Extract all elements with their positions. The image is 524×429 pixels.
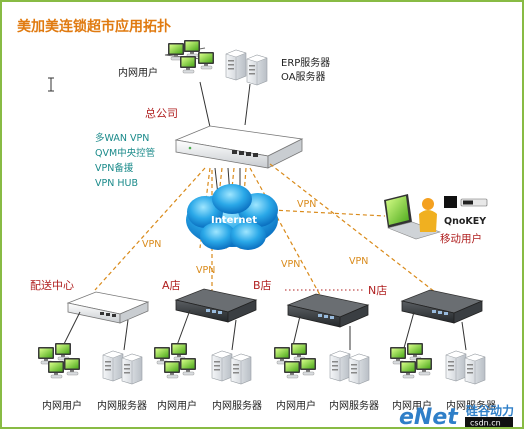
server-group-b	[329, 350, 370, 385]
vpn-label-mobile: VPN	[297, 199, 316, 210]
vpn-label-b: VPN	[281, 259, 300, 270]
hq-router-icon	[174, 125, 304, 169]
qnokey-token-icon	[444, 196, 488, 208]
branch-links	[61, 309, 467, 351]
mobile-person-icon	[419, 198, 437, 232]
link-line	[244, 83, 251, 126]
bottom-label-7: 内网用户	[392, 399, 432, 412]
branch-label-distribution: 配送中心	[30, 278, 74, 292]
oa-server-label: OA服务器	[281, 70, 326, 83]
mobile-laptop-icon	[384, 194, 441, 240]
bottom-label-1: 内网用户	[42, 399, 82, 412]
bottom-label-6: 内网服务器	[329, 399, 379, 412]
bottom-label-4: 内网服务器	[212, 399, 262, 412]
hq-lan-pcs	[164, 39, 215, 74]
internet-label: Internet	[211, 215, 257, 226]
distribution-router-icon	[66, 291, 150, 324]
qnokey-label: QnoKEY	[444, 216, 486, 227]
vpn-label-n: VPN	[349, 256, 368, 267]
server-group-n	[445, 350, 486, 385]
store-b-router-icon	[286, 293, 370, 328]
feature-qvm: QVM中央控管	[95, 147, 155, 159]
feature-vpn-backup: VPN备援	[95, 162, 134, 174]
text-cursor-icon	[48, 77, 54, 92]
store-n-router-icon	[400, 289, 484, 324]
internet-cloud-icon	[186, 184, 278, 250]
bottom-label-2: 内网服务器	[97, 399, 147, 412]
bottom-label-8: 内网服务器	[446, 399, 496, 412]
diagram-title: 美加美连锁超市应用拓扑	[17, 18, 171, 35]
mobile-user-label: 移动用户	[440, 232, 482, 245]
hq-label: 总公司	[145, 106, 178, 120]
vpn-label-a: VPN	[196, 265, 215, 276]
store-a-router-icon	[174, 288, 258, 323]
link-line	[199, 81, 211, 128]
enet-watermark-logo: eNet 硅谷动力 csdn.cn	[399, 403, 514, 429]
watermark-site: csdn.cn	[470, 419, 501, 428]
server-icon	[225, 49, 247, 81]
vpn-label-distribution: VPN	[142, 239, 161, 250]
branch-label-n: N店	[368, 283, 387, 297]
server-group-a	[211, 350, 252, 385]
feature-multi-wan: 多WAN VPN	[95, 132, 149, 144]
watermark-cn: 硅谷动力	[466, 403, 514, 418]
feature-vpn-hub: VPN HUB	[95, 178, 138, 189]
branch-label-a: A店	[162, 278, 181, 292]
server-group-distribution	[102, 350, 143, 385]
erp-server-label: ERP服务器	[281, 56, 330, 69]
branch-label-b: B店	[253, 278, 272, 292]
bottom-label-3: 内网用户	[157, 399, 197, 412]
bottom-label-5: 内网用户	[276, 399, 316, 412]
vpn-tunnels	[94, 163, 436, 296]
watermark-brand: eNet	[399, 405, 459, 429]
server-icon	[246, 54, 268, 86]
hq-lan-users-label: 内网用户	[118, 66, 158, 79]
